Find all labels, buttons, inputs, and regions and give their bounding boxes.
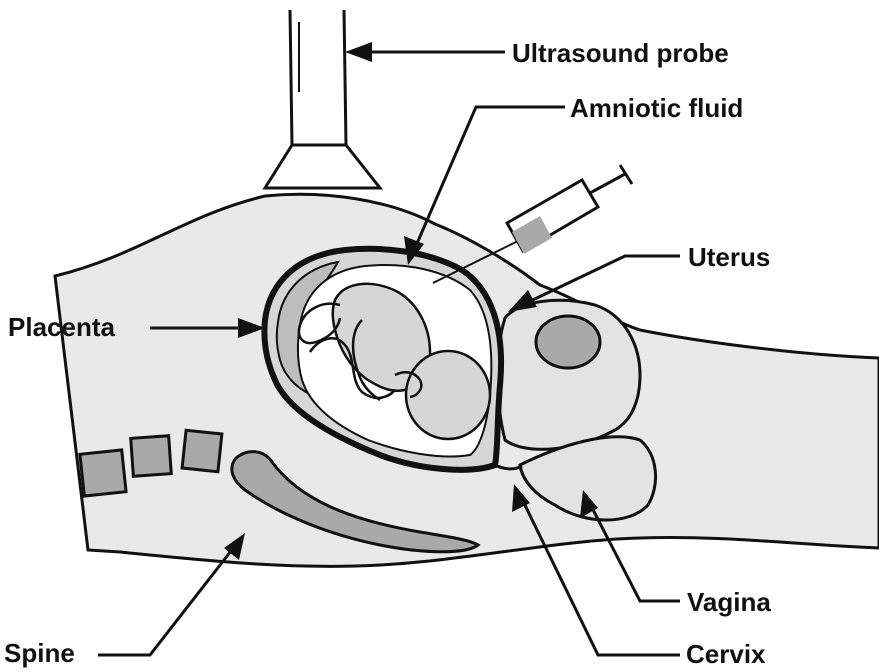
label-uterus: Uterus <box>688 244 770 270</box>
vertebra <box>131 436 172 477</box>
arrowhead-ultrasound <box>345 42 372 62</box>
vertebra <box>182 430 222 472</box>
label-ultrasound-probe: Ultrasound probe <box>512 40 729 66</box>
fetus-head <box>406 351 490 439</box>
ultrasound-probe <box>265 10 380 188</box>
bladder-inner <box>536 316 600 368</box>
label-cervix: Cervix <box>686 641 766 667</box>
label-vagina: Vagina <box>687 589 771 615</box>
vertebra <box>80 450 126 496</box>
label-placenta: Placenta <box>8 314 115 340</box>
label-amniotic-fluid: Amniotic fluid <box>570 95 743 121</box>
label-spine: Spine <box>4 640 75 666</box>
